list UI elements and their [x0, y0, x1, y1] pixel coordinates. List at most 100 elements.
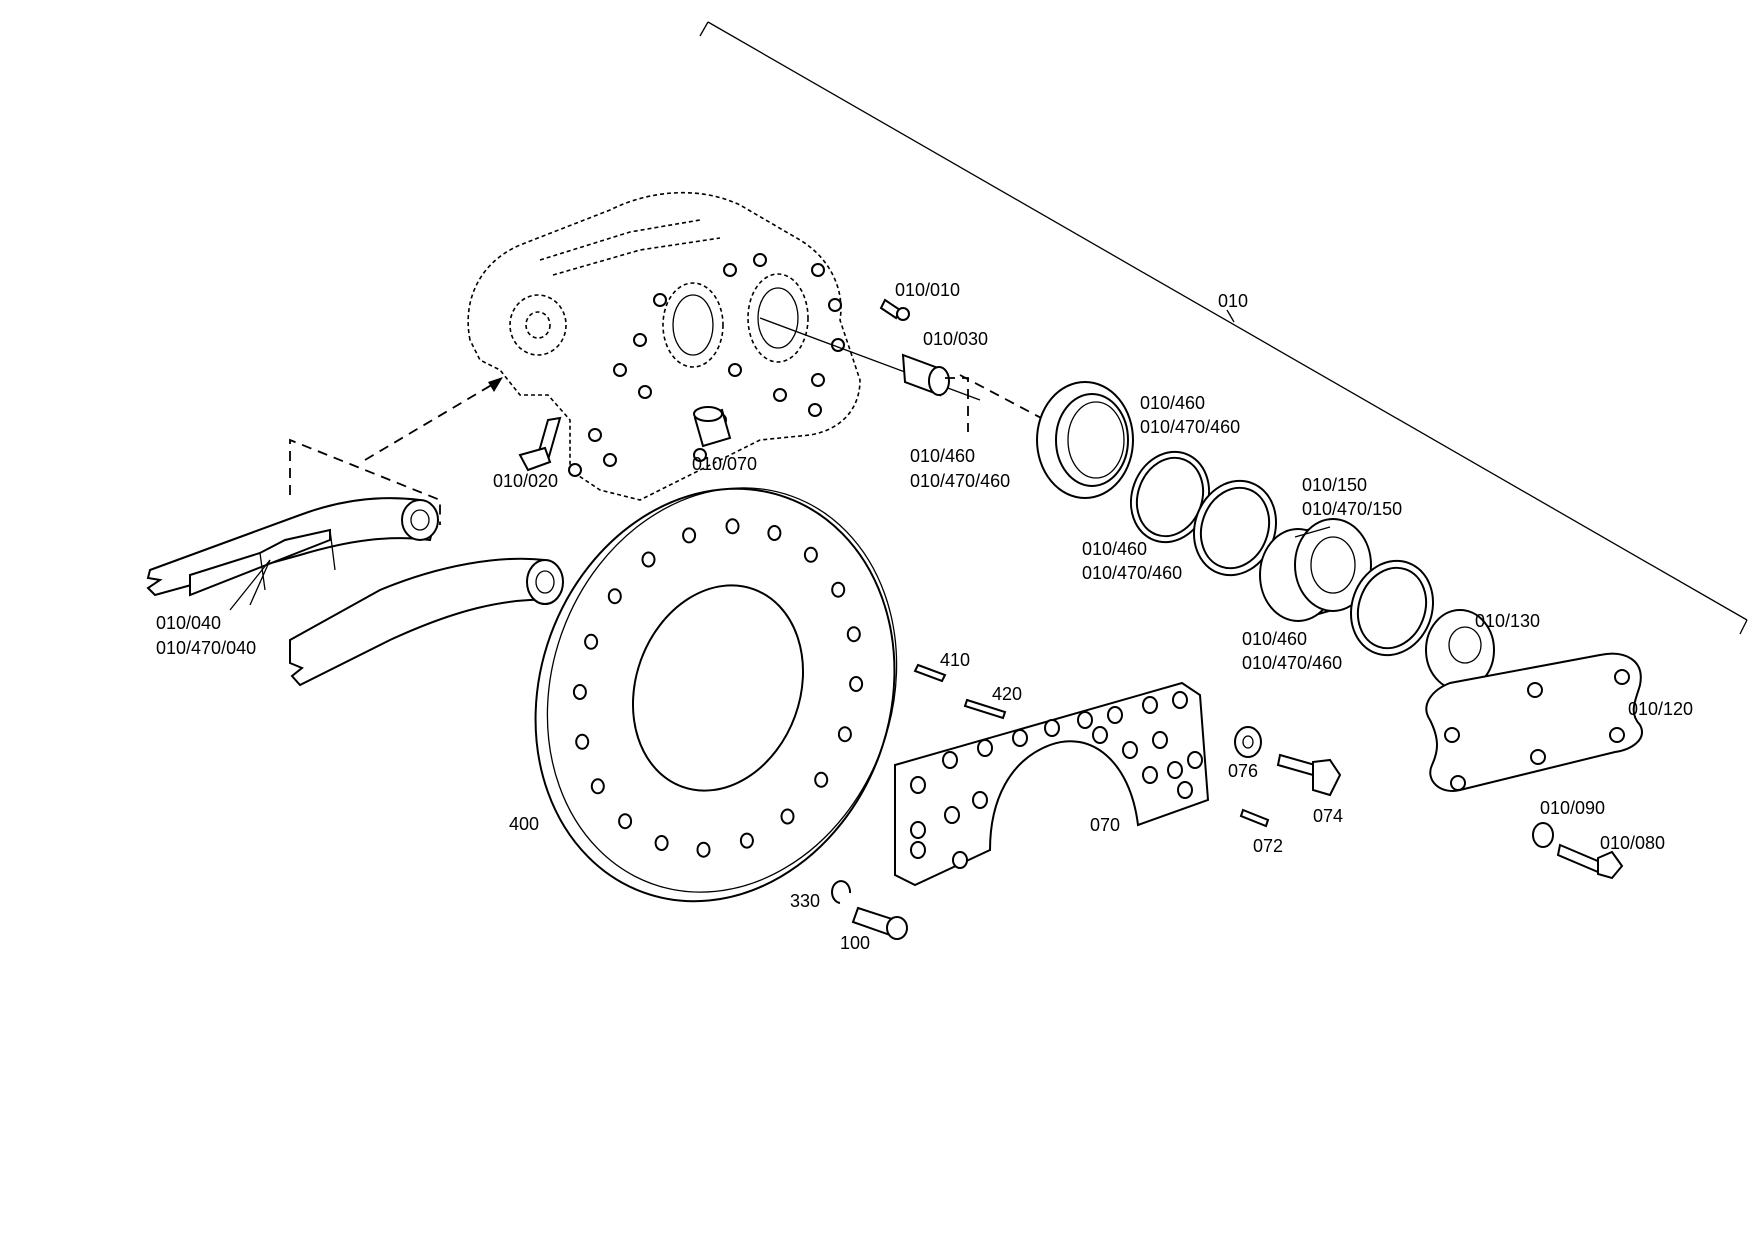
label-010-470-460-c: 010/470/460: [1082, 563, 1183, 583]
plate-hole: [1187, 751, 1203, 769]
label-420: 420: [992, 684, 1023, 704]
label-010-080: 010/080: [1600, 833, 1666, 853]
plate-hole: [942, 751, 958, 769]
label-010-040: 010/040: [156, 613, 222, 633]
stud-100: [851, 906, 908, 940]
pin-410: [913, 663, 947, 683]
label-072: 072: [1253, 836, 1284, 856]
label-010-150: 010/150: [1302, 475, 1368, 495]
ring-010-460-c: [1349, 559, 1435, 657]
label-410: 410: [940, 650, 971, 670]
disc-bolt-hole: [846, 626, 861, 643]
plate-hole: [910, 821, 926, 839]
piston-010-150: [1259, 518, 1372, 622]
label-010-460-b: 010/460: [1140, 393, 1206, 413]
label-074: 074: [1313, 806, 1344, 826]
plate-hole: [910, 776, 926, 794]
bolt-074: [1276, 753, 1342, 797]
plate-hole: [1122, 741, 1138, 759]
bolt-010-020: [518, 416, 562, 472]
plate-hole: [1152, 731, 1168, 749]
disc-bolt-hole: [837, 726, 852, 743]
label-010-470-150: 010/470/150: [1302, 499, 1403, 519]
plate-hole: [1044, 719, 1060, 737]
disc-bolt-hole: [590, 778, 605, 795]
brake-pad-010-470-040: [289, 557, 564, 687]
label-010-460-c: 010/460: [1082, 539, 1148, 559]
label-330: 330: [790, 891, 821, 911]
disc-bolt-hole: [696, 841, 711, 858]
label-010-120: 010/120: [1628, 699, 1694, 719]
disc-bolt-hole: [739, 832, 754, 849]
disc-bolt-hole: [618, 813, 633, 830]
label-100: 100: [840, 933, 871, 953]
bolt-010-080: [1556, 843, 1624, 880]
label-010-460-d: 010/460: [1242, 629, 1308, 649]
label-010-010: 010/010: [895, 280, 961, 300]
disc-bolt-holes: [572, 518, 864, 858]
washer-010-090: [1532, 822, 1554, 848]
caliper-housing: [467, 191, 981, 501]
label-010-470-460-a: 010/470/460: [910, 471, 1011, 491]
disc-bolt-hole: [607, 588, 622, 605]
plate-hole: [910, 841, 926, 859]
sleeve-010-030: [901, 353, 1046, 432]
plate-hole: [944, 806, 960, 824]
disc-bolt-hole: [831, 581, 846, 598]
ring-010-460-b: [1192, 479, 1278, 577]
label-010-090: 010/090: [1540, 798, 1606, 818]
brake-pad-010-040: [146, 497, 439, 611]
label-070: 070: [1090, 815, 1121, 835]
disc-bolt-hole: [575, 733, 590, 750]
plate-holes: [910, 691, 1203, 869]
label-010-470-460-b: 010/470/460: [1140, 417, 1241, 437]
label-010-470-460-d: 010/470/460: [1242, 653, 1343, 673]
dashed-pad-frame: [289, 377, 503, 525]
label-010-020: 010/020: [493, 471, 559, 491]
disc-bolt-hole: [572, 684, 587, 700]
disc-bolt-hole: [682, 527, 697, 544]
plate-hole: [1142, 696, 1158, 714]
plate-hole: [1177, 781, 1193, 799]
washer-076: [1234, 726, 1262, 758]
disc-bolt-hole: [803, 546, 818, 563]
label-010-030: 010/030: [923, 329, 989, 349]
brake-disc-400: [534, 487, 898, 903]
disc-bolt-hole: [725, 518, 740, 535]
snap-ring-330: [831, 880, 852, 904]
plate-hole: [1077, 711, 1093, 729]
label-010-070: 010/070: [692, 454, 758, 474]
assembly-bracket-010: [699, 21, 1748, 635]
disc-bolt-hole: [641, 551, 656, 568]
disc-bolt-hole: [814, 771, 829, 788]
label-010: 010: [1218, 291, 1249, 311]
pin-420: [963, 698, 1007, 720]
plate-hole: [952, 851, 968, 869]
disc-bolt-hole: [780, 808, 795, 825]
bleeder-010-010: [879, 298, 910, 321]
seal-010-460: [1036, 381, 1134, 499]
plate-hole: [1172, 691, 1188, 709]
plate-hole: [972, 791, 988, 809]
plate-hole: [1142, 766, 1158, 784]
mounting-plate-070: [894, 681, 1210, 887]
plate-hole: [1092, 726, 1108, 744]
label-010-470-040: 010/470/040: [156, 638, 257, 658]
plate-hole: [1107, 706, 1123, 724]
label-010-460-a: 010/460: [910, 446, 976, 466]
pin-072: [1239, 808, 1270, 828]
plate-hole: [1012, 729, 1028, 747]
label-400: 400: [509, 814, 540, 834]
ring-010-460-a: [1129, 450, 1211, 544]
disc-bolt-hole: [767, 525, 782, 541]
label-010-130: 010/130: [1475, 611, 1541, 631]
disc-bolt-hole: [584, 633, 599, 650]
disc-bolt-hole: [849, 676, 864, 692]
disc-bolt-hole: [654, 835, 669, 851]
plate-hole: [977, 739, 993, 757]
label-076: 076: [1228, 761, 1259, 781]
plate-hole: [1167, 761, 1183, 779]
pin-010-070: [693, 406, 732, 448]
cover-plate-010-120: [1425, 652, 1643, 792]
